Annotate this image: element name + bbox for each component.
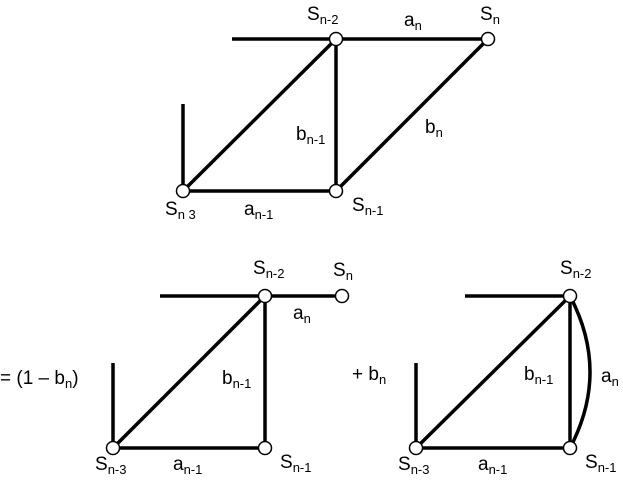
br-label-a-n: an <box>601 366 619 389</box>
top-node-s-n <box>480 31 496 47</box>
bl-label-b-n-1: bn-1 <box>222 368 251 391</box>
bl-node-s-n <box>334 288 350 304</box>
top-edge-diagonal <box>181 37 338 193</box>
br-edge-diagonal <box>414 294 572 450</box>
top-label-a-n-1: an-1 <box>244 199 273 222</box>
br-label-s-n-3: Sn-3 <box>398 454 429 477</box>
bl-edge-diagonal <box>111 294 267 450</box>
bl-label-s-n: Sn <box>333 260 353 283</box>
br-label-s-n-1: Sn-1 <box>585 452 616 475</box>
bl-label-a-n: an <box>293 303 311 326</box>
bl-node-s-n-2 <box>257 288 273 304</box>
top-label-a-n: an <box>404 10 422 33</box>
br-edge-a-n-arc <box>568 295 592 449</box>
br-label-s-n-2: Sn-2 <box>560 258 591 281</box>
br-node-s-n-3 <box>408 440 424 456</box>
top-node-s-n-2 <box>328 31 344 47</box>
br-label-b-n-1: bn-1 <box>524 364 553 387</box>
bottom-left-prefix: = (1 – bn) <box>0 368 79 391</box>
bl-label-s-n-3: Sn-3 <box>95 454 126 477</box>
bl-node-s-n-3 <box>105 440 121 456</box>
top-label-s-n-3: Sn 3 <box>165 199 196 222</box>
br-node-s-n-1 <box>562 440 578 456</box>
bottom-right-prefix: + bn <box>352 364 386 387</box>
top-label-b-n: bn <box>425 117 443 140</box>
bottom-left-graph: = (1 – bn) Sn-2 Sn an bn-1 Sn-3 an-1 Sn-… <box>0 258 353 477</box>
bl-node-s-n-1 <box>257 440 273 456</box>
top-node-s-n-3 <box>175 183 191 199</box>
top-label-s-n-2: Sn-2 <box>307 4 338 27</box>
top-node-s-n-1 <box>328 183 344 199</box>
br-node-s-n-2 <box>562 288 578 304</box>
top-edge-b-n <box>334 37 490 193</box>
top-label-b-n-1: bn-1 <box>296 124 325 147</box>
top-label-s-n: Sn <box>480 4 500 27</box>
bl-label-s-n-2: Sn-2 <box>253 258 284 281</box>
bl-label-s-n-1: Sn-1 <box>280 452 311 475</box>
br-label-a-n-1: an-1 <box>478 454 507 477</box>
top-graph: Sn-2 Sn an bn-1 bn Sn 3 an-1 Sn-1 <box>165 4 500 222</box>
top-label-s-n-1: Sn-1 <box>352 195 383 218</box>
bottom-right-graph: + bn Sn-2 bn-1 an Sn-3 an-1 Sn-1 <box>352 258 619 477</box>
bl-label-a-n-1: an-1 <box>173 454 202 477</box>
